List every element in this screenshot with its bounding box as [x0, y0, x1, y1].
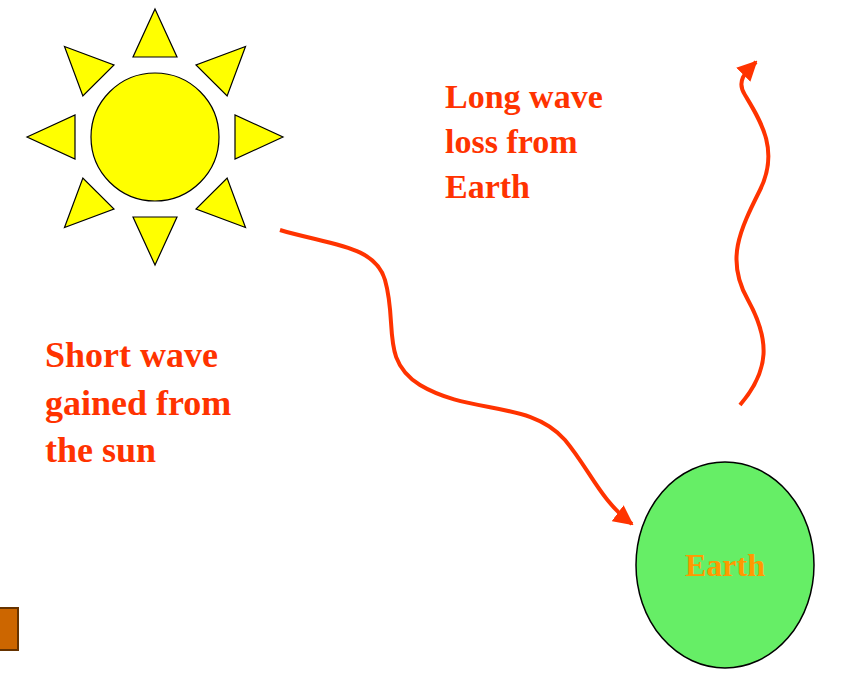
earth-circle: Earth — [635, 461, 815, 669]
caption-label: Short wave gained from the sun — [45, 332, 260, 475]
sun-ray — [64, 178, 113, 227]
caption-label: Long wave loss from Earth — [445, 75, 645, 210]
sun-ray — [64, 46, 113, 95]
sun-ray — [196, 178, 245, 227]
sun-ray — [133, 217, 177, 265]
corner-box — [0, 608, 18, 650]
long-wave-arrow — [736, 62, 768, 405]
sun-disc — [91, 73, 219, 201]
sun-symbol — [27, 9, 283, 265]
node-label: Earth — [685, 547, 765, 584]
sun-ray — [235, 115, 283, 159]
sun-ray — [196, 46, 245, 95]
sun-ray — [27, 115, 75, 159]
short-wave-arrow — [280, 230, 632, 524]
sun-ray — [133, 9, 177, 57]
